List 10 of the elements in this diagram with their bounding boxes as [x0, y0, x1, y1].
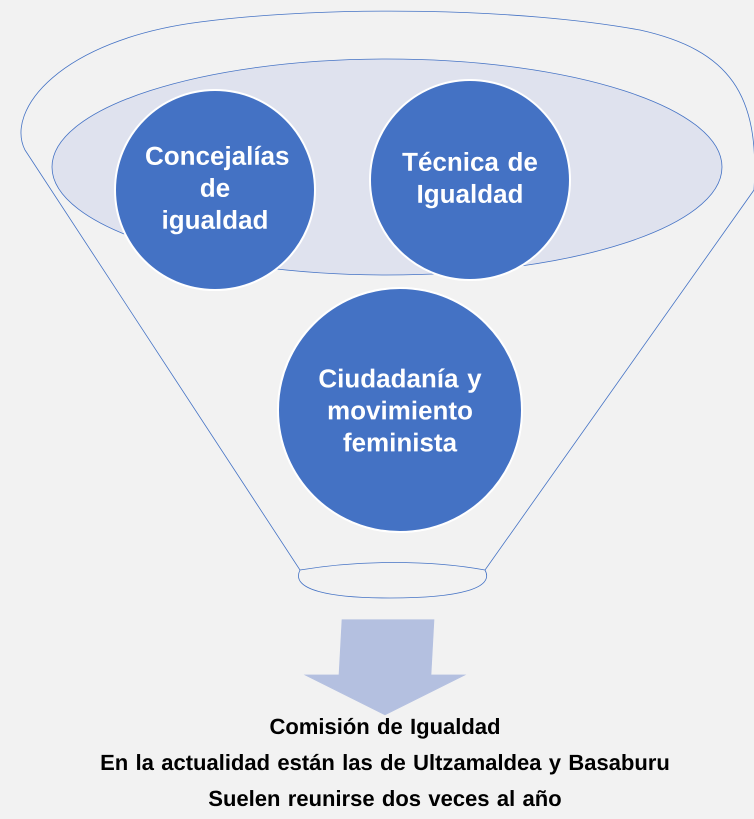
group-circle: [277, 287, 523, 533]
block-arrow: [304, 619, 466, 716]
note-text: Suelen reunirse dos veces al año: [208, 790, 561, 806]
circle-label: Ciudadanía y movimiento feminista: [319, 368, 482, 452]
group-circle: [369, 79, 571, 281]
note-text: En la actualidad están las de Ultzamaldea y Basaburu: [102, 754, 668, 775]
circle-label: Técnica de Igualdad: [402, 152, 538, 208]
group-circle: [114, 89, 316, 291]
heading: Comisión de Igualdad: [270, 718, 500, 739]
circle-label: Concejalías de igualdad: [146, 146, 288, 234]
